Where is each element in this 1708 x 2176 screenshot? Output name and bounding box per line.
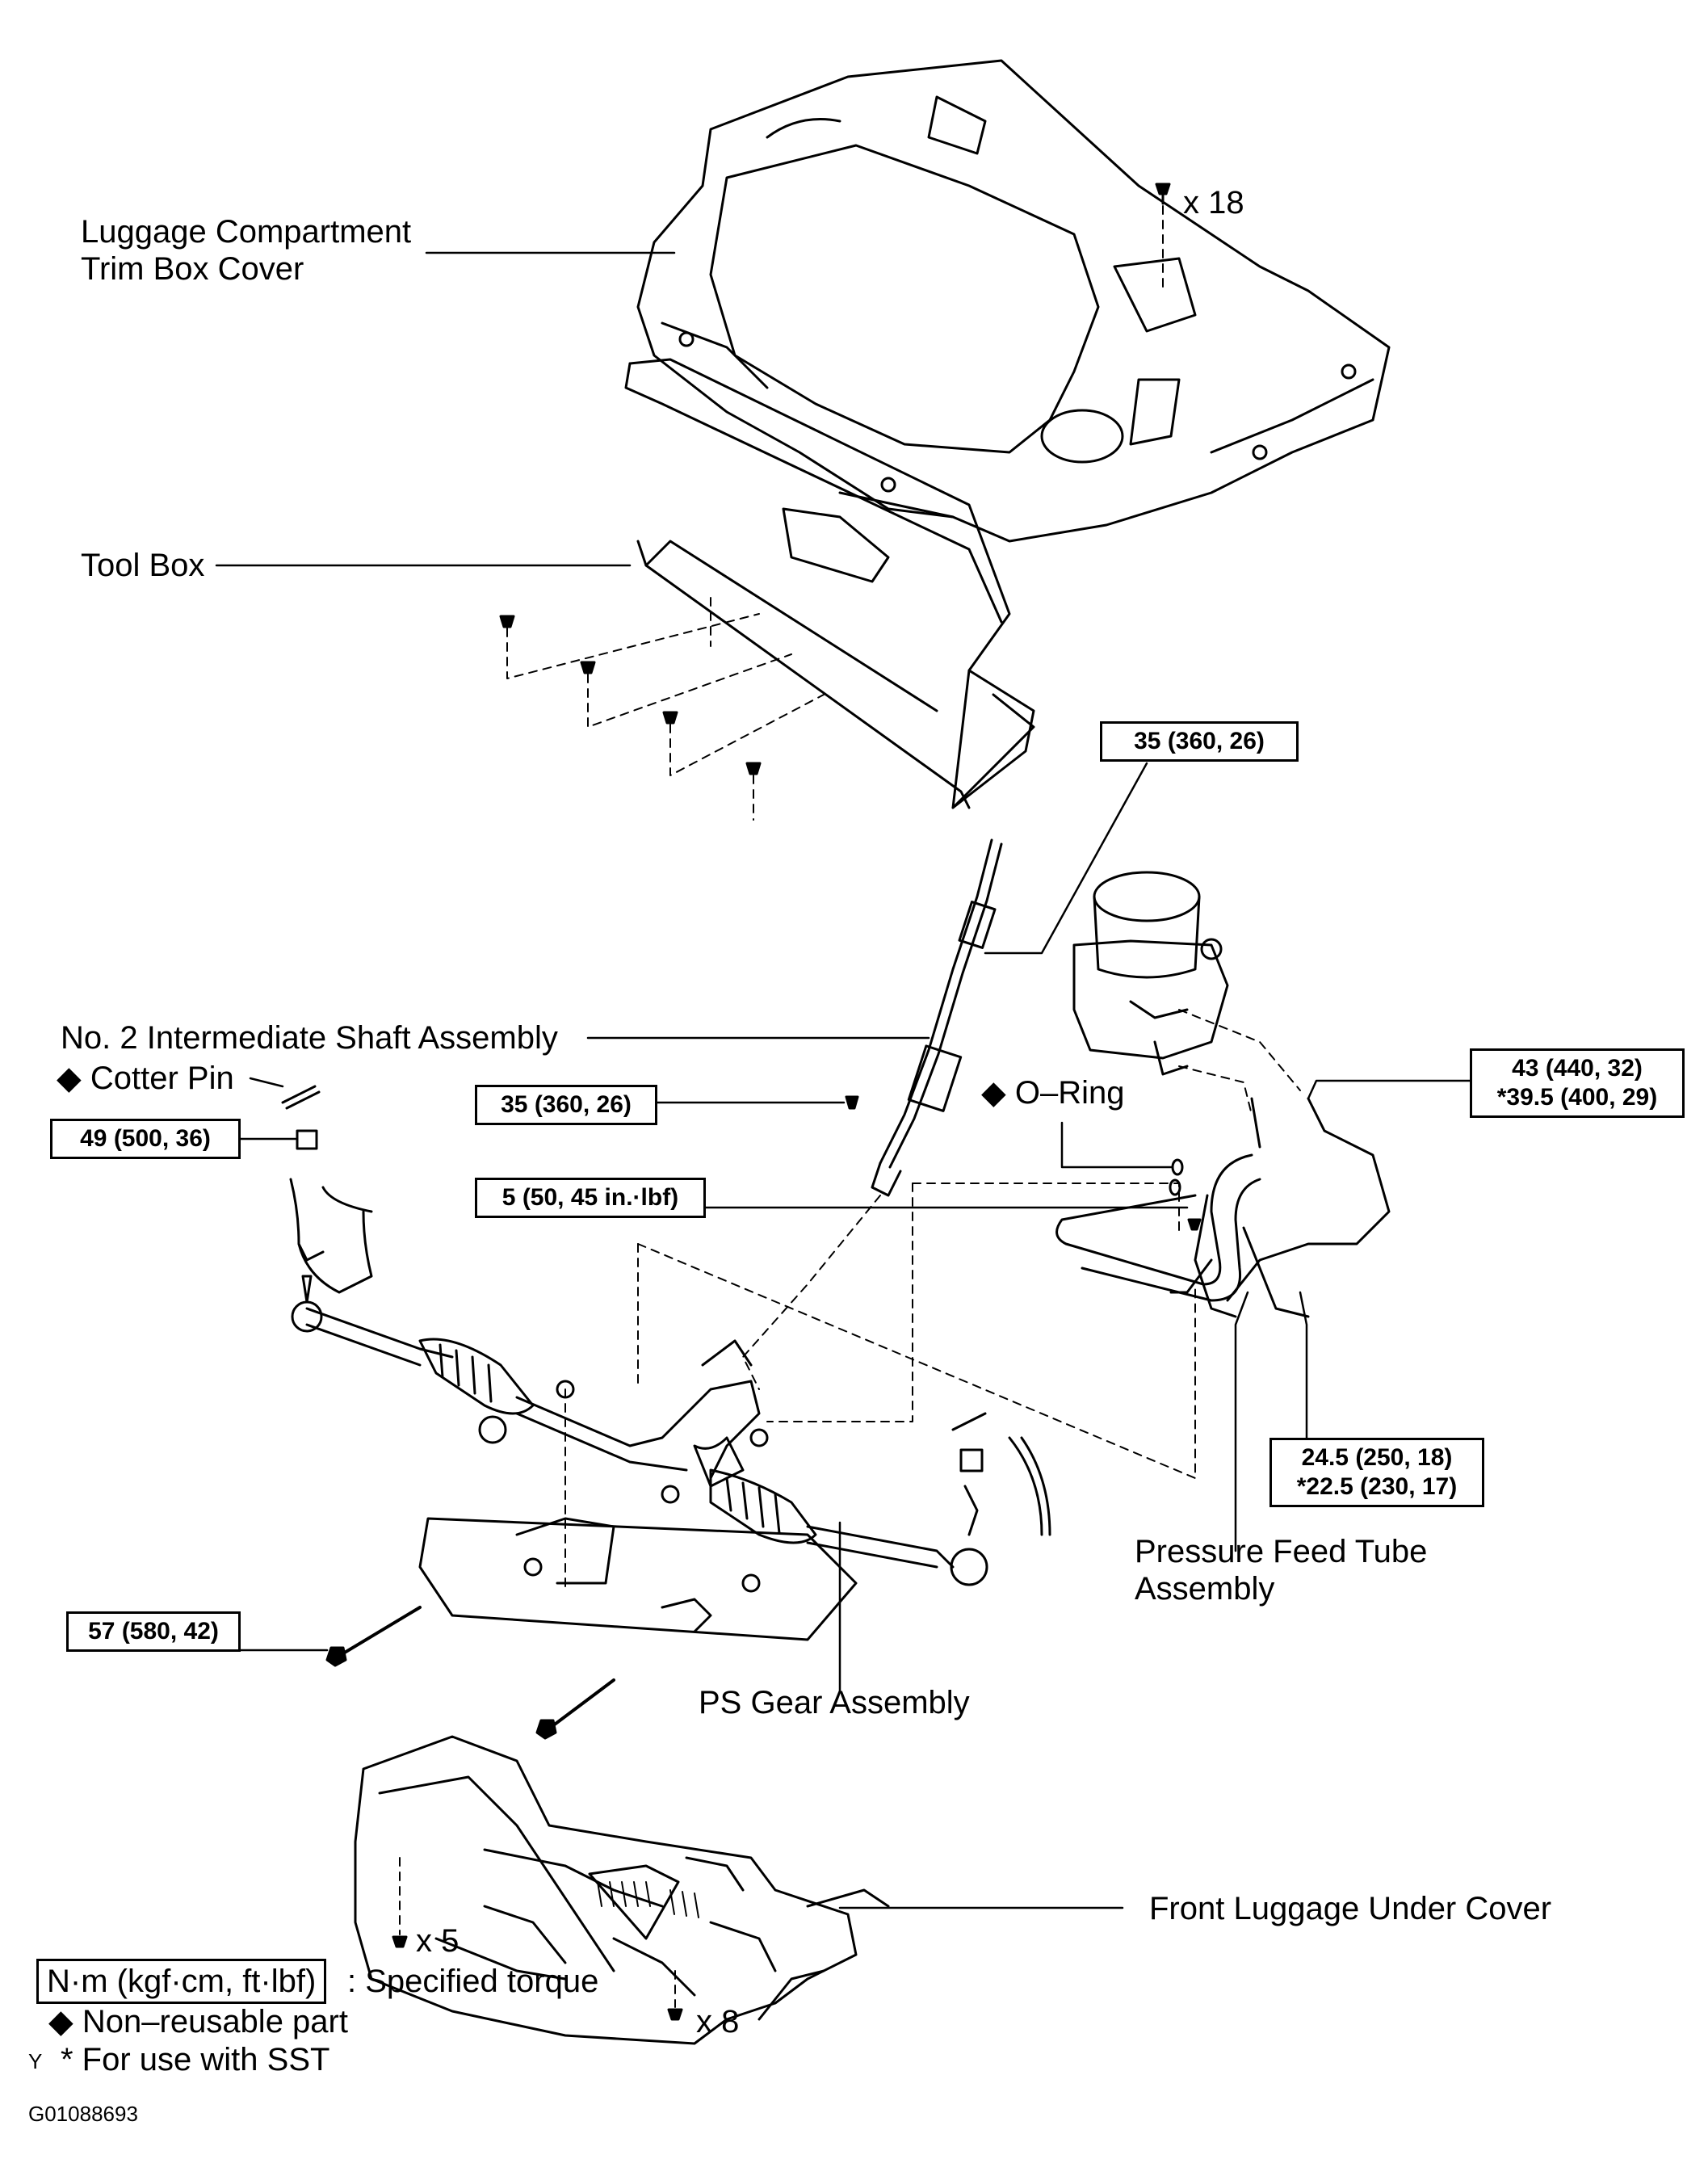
- torque-spec-35-upper: 35 (360, 26): [1100, 721, 1299, 762]
- legend-non-reusable: ◆ Non–reusable part: [48, 2004, 348, 2039]
- tool-box-label: Tool Box: [81, 548, 205, 583]
- tie-rod-right-drawing: [951, 1412, 1051, 1536]
- front-luggage-under-cover-drawing: [354, 1735, 890, 2045]
- trim-box-cover-drawing: [636, 59, 1391, 543]
- cotter-pin-label: ◆ Cotter Pin: [57, 1061, 234, 1096]
- clip-count-x8: x 8: [696, 2004, 740, 2039]
- trim-box-cover-label-line1: Luggage Compartment: [81, 214, 412, 250]
- front-luggage-under-cover-label: Front Luggage Under Cover: [1149, 1891, 1552, 1926]
- legend-unit-box: N·m (kgf·cm, ft·lbf): [36, 1959, 327, 2004]
- tool-box-drawing: [624, 358, 1035, 809]
- pressure-feed-tube-label-line1: Pressure Feed Tube: [1135, 1534, 1428, 1569]
- pressure-feed-tube-drawing: [1055, 1097, 1391, 1318]
- legend-y-mark: Y: [28, 2049, 43, 2073]
- crossmember-drawing: [418, 1517, 858, 1641]
- clip-count-x18: x 18: [1183, 185, 1244, 221]
- ps-gear-label: PS Gear Assembly: [699, 1685, 970, 1720]
- torque-spec-24-5: 24.5 (250, 18) *22.5 (230, 17): [1269, 1438, 1484, 1507]
- intermediate-shaft-label: No. 2 Intermediate Shaft Assembly: [61, 1020, 558, 1056]
- pressure-feed-tube-label-line2: Assembly: [1135, 1571, 1275, 1607]
- torque-spec-35-lower: 35 (360, 26): [475, 1085, 657, 1125]
- torque-spec-43: 43 (440, 32) *39.5 (400, 29): [1470, 1048, 1685, 1118]
- clip-count-x5: x 5: [416, 1923, 460, 1959]
- torque-spec-5: 5 (50, 45 in.·lbf): [475, 1178, 706, 1218]
- torque-spec-49: 49 (500, 36): [50, 1119, 241, 1159]
- torque-spec-57: 57 (580, 42): [66, 1611, 241, 1652]
- legend-sst: * For use with SST: [61, 2042, 330, 2077]
- legend-specified-torque: : Specified torque: [347, 1964, 599, 1999]
- reservoir-drawing: [1072, 871, 1229, 1076]
- o-ring-label: ◆ O–Ring: [981, 1075, 1125, 1111]
- tool-box-screws: [499, 615, 762, 775]
- ps-gear-drawing: [291, 1275, 988, 1586]
- intermediate-shaft-drawing: [871, 838, 1003, 1197]
- figure-id: G01088693: [28, 2102, 138, 2126]
- tie-rod-left-drawing: [289, 1129, 373, 1294]
- trim-box-cover-label-line2: Trim Box Cover: [81, 251, 304, 287]
